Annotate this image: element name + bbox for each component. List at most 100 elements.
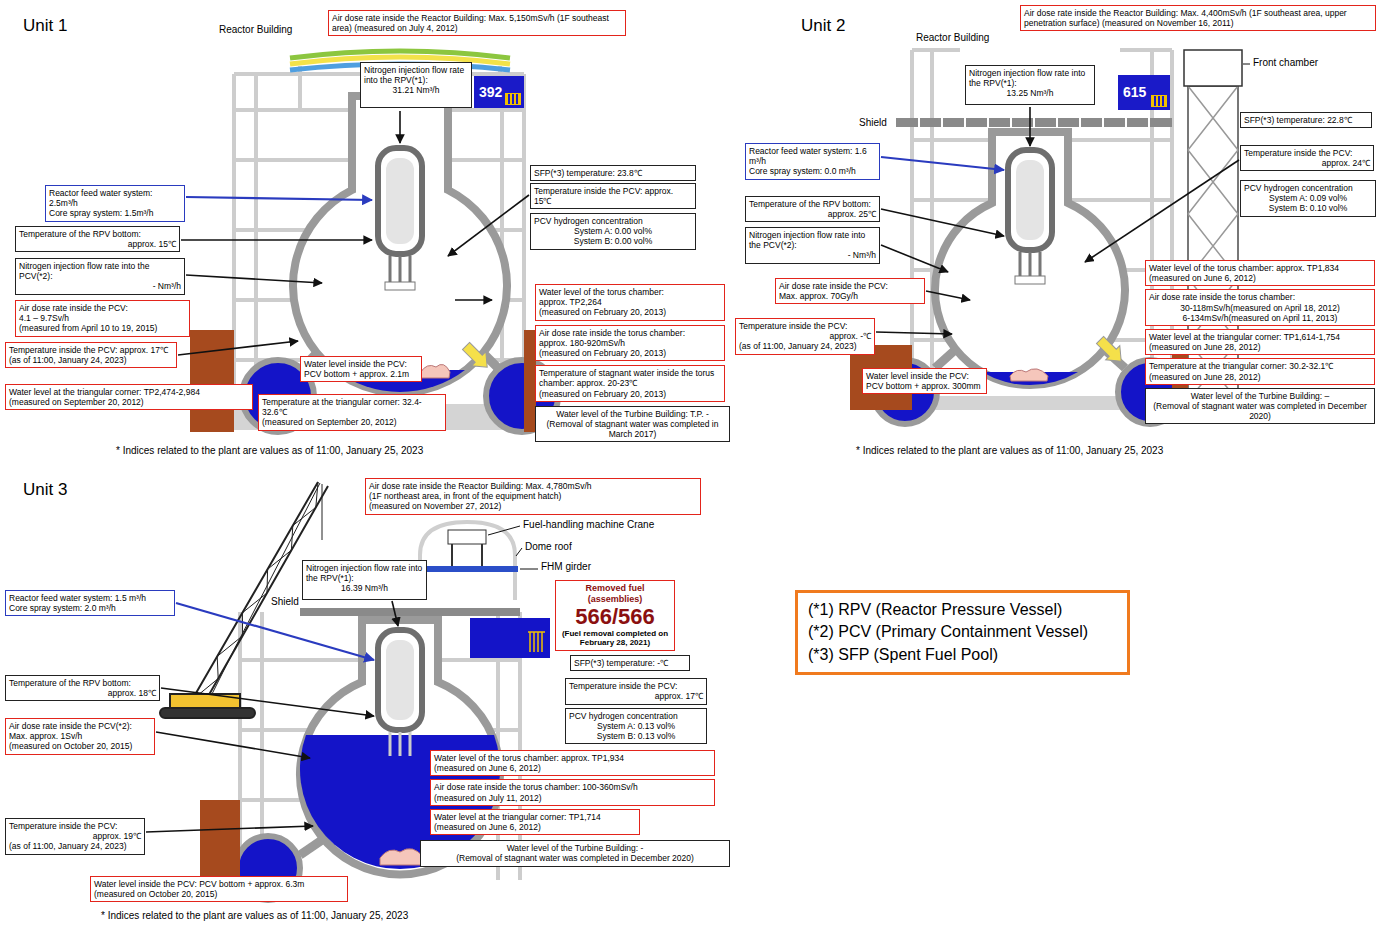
callout-text: - Nm³/h	[749, 250, 876, 260]
building-label: Reactor Building	[218, 24, 293, 36]
callout-text: Water level of the torus chamber: approx…	[1149, 263, 1371, 283]
measurement-callout: Air dose rate inside the Reactor Buildin…	[1020, 5, 1376, 31]
callout-text: 615	[1123, 84, 1146, 101]
unit2-building	[1015, 276, 1045, 284]
status-callout: Temperature inside the PCV: approx. 15℃	[530, 183, 696, 209]
callout-text: 566/566	[559, 605, 671, 629]
callout-text: approx. 24℃	[1244, 158, 1370, 168]
measurement-callout: Water level inside the PCV:PCV bottom + …	[862, 368, 987, 394]
callout-text: Air dose rate inside the Reactor Buildin…	[332, 13, 622, 33]
leader-arrow	[448, 195, 529, 256]
callout-text: (measured on September 20, 2012)	[9, 397, 249, 407]
crane	[160, 708, 255, 718]
unit1-building	[385, 282, 415, 290]
callout-text: approx. 15℃	[19, 239, 176, 249]
callout-text: Temperature inside the PCV:	[739, 321, 871, 331]
callout-text: (measured on June 6, 2012)	[434, 822, 636, 832]
callout-text: approx. 25℃	[749, 209, 876, 219]
leader-arrow	[161, 688, 374, 716]
fuel-removal-callout: Removed fuel (assemblies)566/566(Fuel re…	[555, 580, 675, 651]
leader-arrow	[881, 209, 1004, 236]
unit3-building	[448, 530, 486, 544]
callout-text: Water level at the triangular corner: TP…	[1149, 332, 1371, 342]
callout-text: (measured on February 20, 2013)	[539, 389, 721, 399]
leader-arrow	[392, 601, 398, 626]
measurement-callout: Air dose rate inside the PCV:Max. approx…	[775, 278, 925, 304]
unit3-building	[420, 566, 518, 572]
callout-text: Temperature of stagnant water inside the…	[539, 368, 721, 388]
callout-text: PCV bottom + approx. 2.1m	[304, 369, 418, 379]
unit3-building	[300, 620, 500, 874]
status-callout: Water level of the Turbine Building: –(R…	[1145, 388, 1375, 425]
callout-text: approx. 19℃	[9, 831, 141, 841]
water-injection-arrow	[881, 157, 1004, 170]
status-callout: Nitrogen injection flow rate into the RP…	[302, 560, 427, 600]
callout-text: SFP(*3) temperature: 22.8℃	[1244, 115, 1368, 125]
water-injection-arrow	[186, 197, 372, 200]
callout-text: Nitrogen injection flow rate into the RP…	[306, 563, 423, 583]
unit-title: Unit 1	[22, 16, 68, 36]
crane	[322, 484, 323, 540]
measurement-callout: Air dose rate inside the Reactor Buildin…	[328, 10, 626, 36]
callout-text: Temperature inside the PCV: approx. 17℃	[9, 345, 173, 355]
callout-text: (measured on November 27, 2012)	[369, 501, 697, 511]
callout-text: Air dose rate inside the Reactor Buildin…	[1024, 8, 1372, 28]
unit1-building	[190, 330, 234, 432]
callout-text: (measured on June 6, 2012)	[434, 763, 711, 773]
callout-text: Temperature inside the PCV:	[9, 821, 141, 831]
unit3-building	[380, 849, 424, 865]
unit2-building	[896, 118, 1172, 127]
callout-text: Max. approx. 70Gy/h	[779, 291, 921, 301]
measurement-callout: Water level of the torus chamber:approx.…	[535, 284, 725, 321]
status-callout: Nitrogen injection flow rate into the RP…	[965, 65, 1095, 105]
part-label: FHM girder	[540, 561, 592, 573]
unit1-building	[378, 148, 422, 254]
callout-text: Temperature inside the PCV:	[1244, 148, 1370, 158]
part-label: Front chamber	[1252, 57, 1319, 69]
callout-text: Water level of the Turbine Building: T.P…	[539, 409, 726, 419]
footnote: * Indices related to the plant are value…	[855, 445, 1164, 457]
callout-text: PCV hydrogen concentration	[569, 711, 703, 721]
leader-arrow	[186, 275, 322, 283]
unit3-building	[528, 632, 545, 652]
water-injection-callout: Reactor feed water system: 1.6 m³/hCore …	[745, 143, 880, 180]
callout-text: (measured on September 20, 2012)	[262, 417, 442, 427]
unit3-building	[470, 618, 550, 658]
callout-text: Water level of the Turbine Building: -	[424, 843, 726, 853]
leader-arrow	[146, 601, 398, 832]
callout-text: Reactor feed water system: 2.5m³/h	[49, 188, 181, 208]
callout-text: Nitrogen injection flow rate into the PC…	[19, 261, 181, 281]
leader-arrow	[178, 111, 529, 355]
crane	[192, 482, 318, 700]
footnote: * Indices related to the plant are value…	[100, 910, 409, 922]
callout-text: (Removal of stagnant water was completed…	[1149, 401, 1371, 421]
unit2-building	[1008, 150, 1052, 250]
water-injection-callout: Reactor feed water system: 2.5m³/hCore s…	[45, 185, 185, 222]
status-callout: Nitrogen injection flow rate into the PC…	[15, 258, 185, 295]
callout-text: PCV hydrogen concentration	[534, 216, 692, 226]
callout-text: Temperature inside the PCV: approx. 15℃	[534, 186, 692, 206]
highlight-arrow	[459, 339, 494, 374]
measurement-callout: Water level at the triangular corner: TP…	[5, 384, 253, 410]
callout-text: Water level inside the PCV:	[304, 359, 418, 369]
measurement-callout: Air dose rate inside the PCV(*2):Max. ap…	[5, 718, 155, 755]
callout-text: 16.39 Nm³/h	[306, 583, 423, 593]
callout-text: System B: 0.13 vol%	[569, 731, 703, 741]
callout-text: 6-134mSv/h(measured on April 11, 2013)	[1149, 313, 1371, 323]
callout-text: Temperature of the RPV bottom:	[749, 199, 876, 209]
callout-text: System B: 0.10 vol%	[1244, 203, 1372, 213]
callout-text: (*2) PCV (Primary Containment Vessel)	[808, 621, 1117, 643]
leader-arrow	[399, 111, 401, 143]
leader-arrow	[178, 341, 298, 355]
callout-text: Air dose rate inside the torus chamber: …	[434, 782, 711, 792]
unit3-building	[200, 800, 240, 880]
unit2-building	[1020, 252, 1040, 276]
measurement-callout: Water level of the torus chamber: approx…	[430, 750, 715, 776]
callout-text: (as of 11:00, January 24, 2023)	[9, 355, 173, 365]
callout-text: System B: 0.00 vol%	[534, 236, 692, 246]
callout-text: approx. 17℃	[569, 691, 703, 701]
status-callout: Water level of the Turbine Building: T.P…	[535, 406, 730, 443]
status-callout: SFP(*3) temperature: 22.8℃	[1240, 112, 1372, 128]
leader-arrow	[156, 732, 310, 758]
callout-text: Air dose rate inside the torus chamber:	[1149, 292, 1371, 302]
